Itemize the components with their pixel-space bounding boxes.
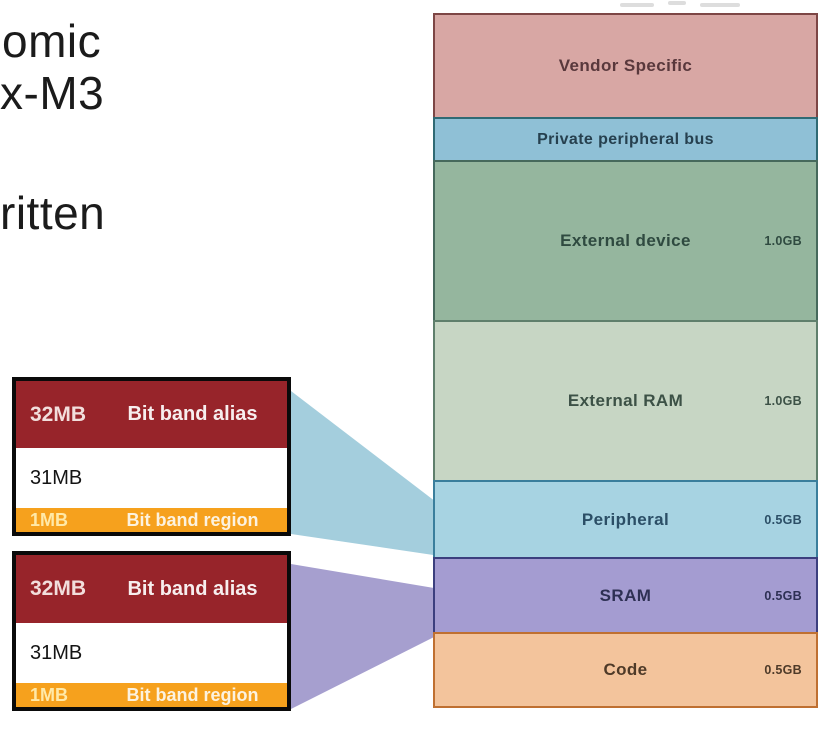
band-size-label: 32MB [30,402,87,426]
bit-band-region-band: 1MB Bit band region [16,508,287,532]
band-name-label: Bit band region [126,684,259,705]
section-label: External RAM [567,391,684,410]
band-size-label: 32MB [30,577,87,600]
band-name-label: Bit band region [126,509,259,530]
section-size-label: 1.0GB [764,234,802,248]
band-size-label: 1MB [30,684,69,705]
memmap-section-code: Code 0.5GB [433,632,818,708]
memory-map-column: Vendor Specific Private peripheral bus E… [433,13,818,708]
cropped-slide-text-line-1: omic [2,15,102,67]
bit-band-alias-band: 32MB Bit band alias [16,381,287,448]
band-name-label: Bit band alias [127,577,258,600]
cropped-slide-text-line-2: x-M3 [0,67,105,119]
band-size-label: 31MB [30,466,83,489]
connector-bitband-to-peripheral [291,391,440,556]
bit-band-box-top: 32MB Bit band alias 31MB 1MB Bit band re… [12,377,291,536]
section-size-label: 0.5GB [764,512,802,527]
section-size-label: 0.5GB [764,663,802,677]
bit-band-alias-band: 32MB Bit band alias [16,555,287,623]
memmap-section-external-ram: External RAM 1.0GB [433,320,818,482]
cropped-slide-text-line-3: ritten [0,187,106,239]
section-label: Vendor Specific [558,56,693,75]
section-label: Code [603,660,648,679]
memmap-section-sram: SRAM 0.5GB [433,557,818,634]
section-label: Private peripheral bus [537,130,714,148]
band-name-label: Bit band alias [127,403,258,425]
section-size-label: 1.0GB [764,394,802,408]
section-label: External device [560,231,691,250]
band-31mb: 31MB [16,448,287,508]
band-31mb: 31MB [16,623,287,683]
band-size-label: 31MB [30,641,83,664]
section-size-label: 0.5GB [764,588,802,603]
bit-band-region-band: 1MB Bit band region [16,683,287,707]
section-label: Peripheral [581,509,670,529]
memmap-section-peripheral: Peripheral 0.5GB [433,480,818,559]
memmap-section-external-device: External device 1.0GB [433,160,818,322]
band-size-label: 1MB [30,509,69,530]
memmap-section-vendor-specific: Vendor Specific [433,13,818,119]
bit-band-box-bottom: 32MB Bit band alias 31MB 1MB Bit band re… [12,551,291,711]
connector-bitband-to-sram [291,564,440,709]
memmap-section-private-peripheral-bus: Private peripheral bus [433,117,818,162]
section-label: SRAM [599,585,652,605]
cropped-text-artifact [620,1,770,9]
